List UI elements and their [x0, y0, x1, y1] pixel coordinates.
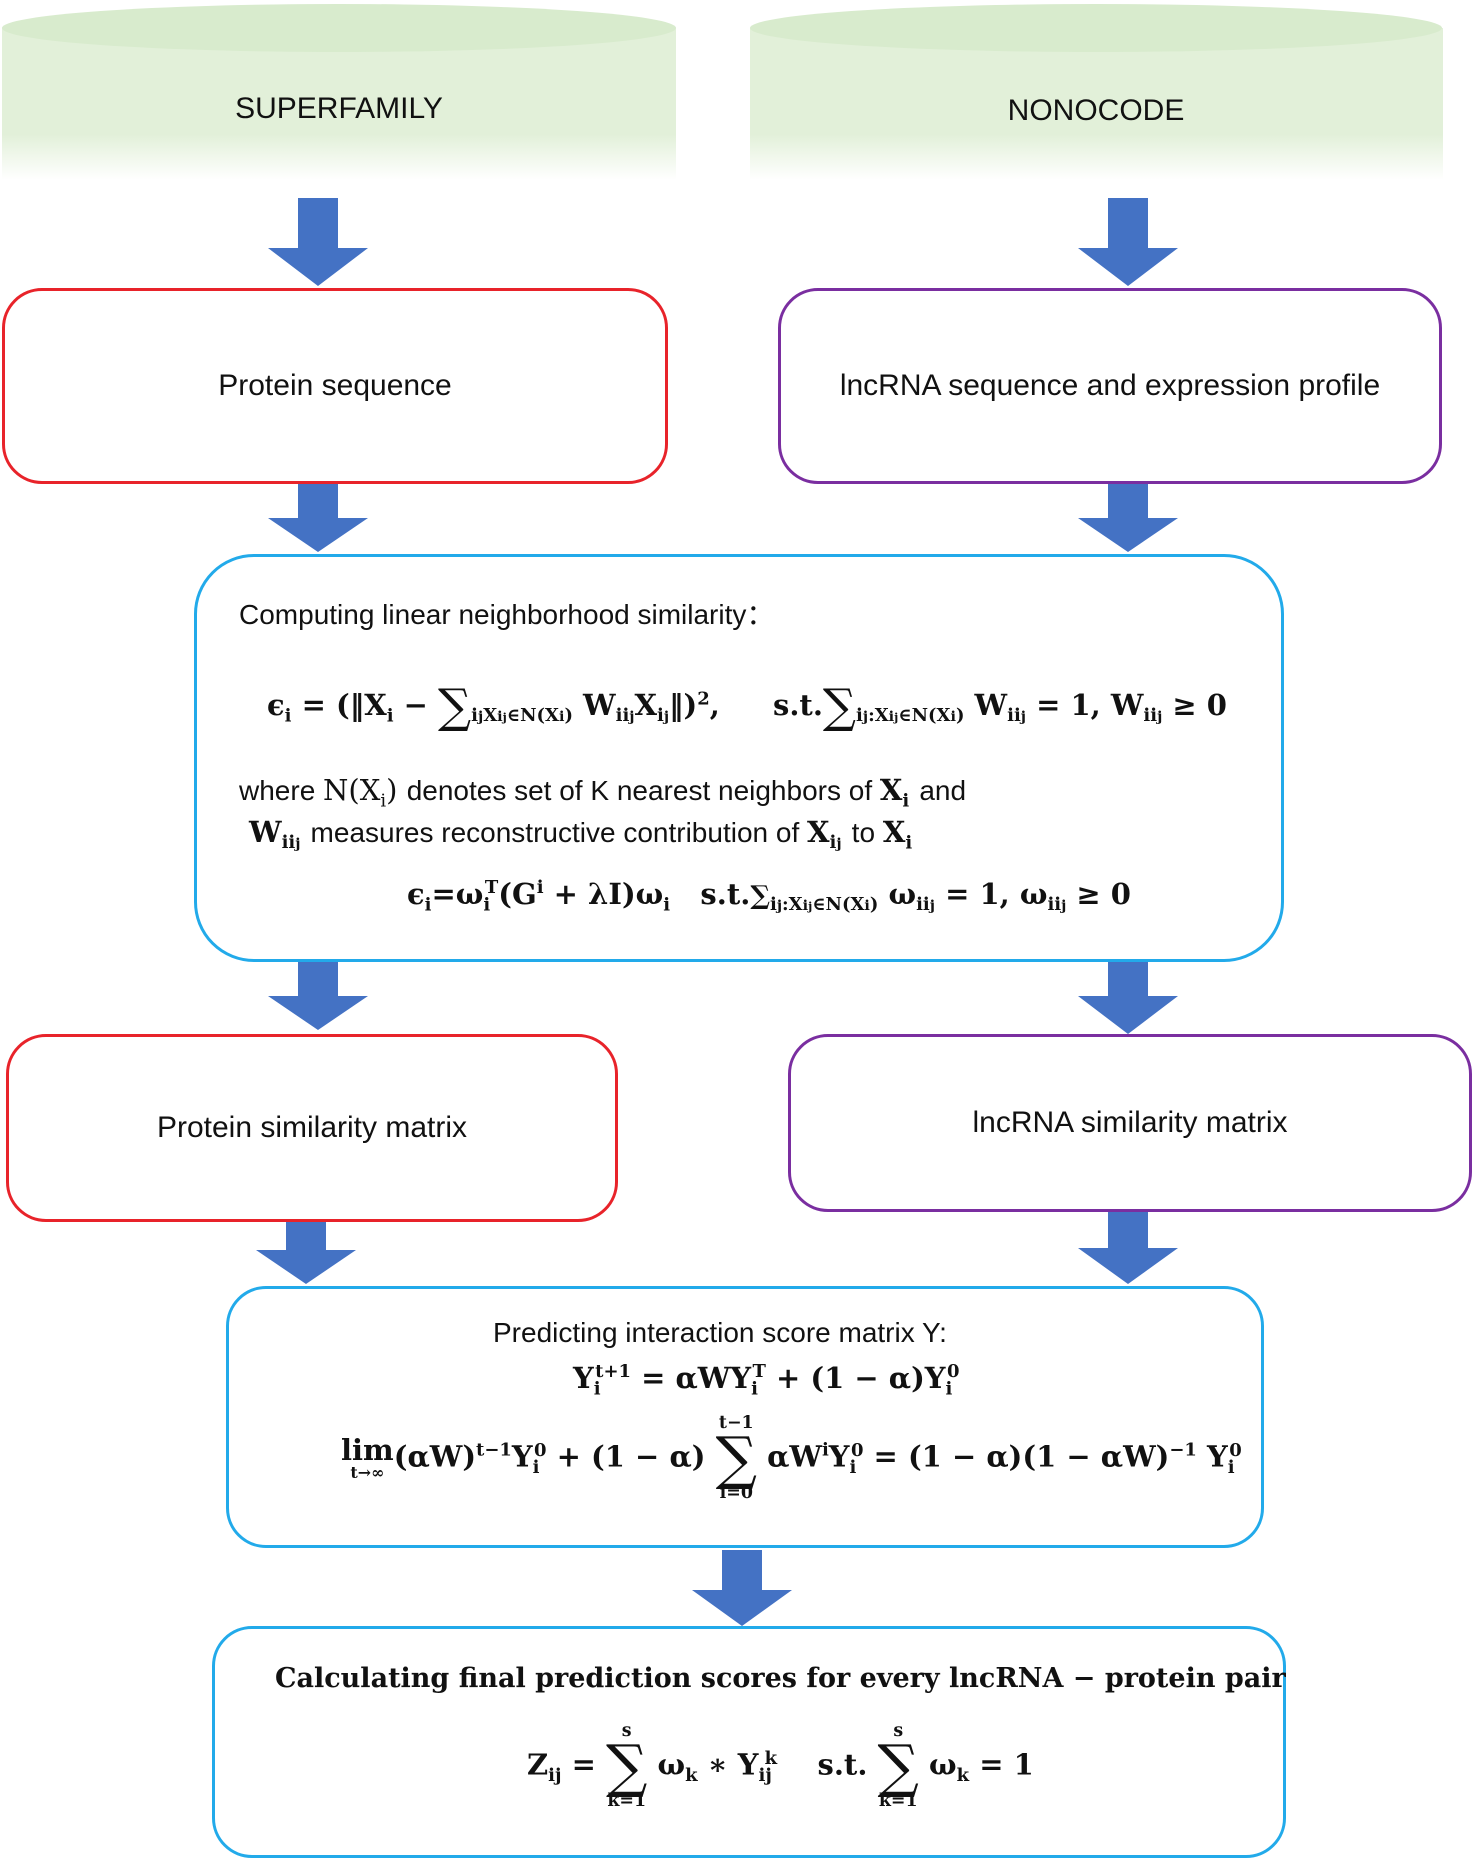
arrow-similarity-to-protein-matrix [268, 962, 368, 1030]
lncrna-similarity-matrix-box: lncRNA similarity matrix [788, 1034, 1472, 1212]
prediction-title: Predicting interaction score matrix Y: [493, 1317, 947, 1348]
arrow-superfamily-to-protein [268, 198, 368, 286]
arrow-lncrna-to-similarity [1078, 484, 1178, 552]
similarity-objective-formula: ϵi = (‖Xi − ∑ijXij∈N(Xi) WiijXij‖)2, [267, 679, 720, 733]
contribution-description: measures reconstructive contribution of [310, 817, 800, 848]
xij-symbol: Xij [807, 815, 842, 854]
and-text: and [919, 775, 967, 806]
to-text: to [851, 817, 876, 848]
summation-operator: t−1∑i=0 [715, 1413, 757, 1503]
where-line-1: where N(Xi) denotes set of K nearest nei… [239, 773, 966, 811]
xi-target-symbol: Xi [882, 815, 913, 854]
arrow-lncrna-matrix-to-predict [1078, 1212, 1178, 1284]
summation-k-operator: s∑k=1 [606, 1721, 648, 1811]
similarity-title: Computing linear neighborhood similarity… [239, 599, 775, 630]
superfamily-label: SUPERFAMILY [235, 92, 443, 125]
neighbor-set-symbol: N(Xi) [323, 773, 407, 812]
label-propagation-formula: Yit+1 = αWYiT + (1 − α)Yi0 [573, 1361, 960, 1400]
arrow-nonocode-to-lncrna [1078, 198, 1178, 286]
similarity-computation-box: Computing linear neighborhood similarity… [194, 554, 1284, 962]
arrow-similarity-to-lncrna-matrix [1078, 962, 1178, 1034]
neighbors-description: denotes set of K nearest neighbors of [406, 775, 873, 806]
database-superfamily-icon [2, 4, 676, 180]
where-text: where [239, 775, 316, 806]
database-nonocode-icon [750, 4, 1443, 180]
arrow-predict-to-final [692, 1550, 792, 1626]
prediction-box: Predicting interaction score matrix Y: Y… [226, 1286, 1264, 1548]
protein-sequence-label: Protein sequence [218, 369, 452, 402]
similarity-constraint-formula: s.t.∑ij:Xij∈N(Xi) Wiij = 1, Wiij ≥ 0 [773, 679, 1227, 733]
lncrna-similarity-matrix-label: lncRNA similarity matrix [972, 1106, 1288, 1139]
protein-similarity-matrix-label: Protein similarity matrix [156, 1111, 468, 1144]
protein-similarity-matrix-box: Protein similarity matrix [6, 1034, 618, 1222]
ensemble-formula: Zij = s∑k=1 ωk ∗ Yijk s.t. s∑k=1 ωk = 1 [527, 1721, 1034, 1811]
weight-symbol: Wiij [249, 815, 301, 854]
quadratic-form-formula: ϵi=ωiT(Gi + λI)ωi s.t.∑ij:Xij∈N(Xi) ωiij… [407, 877, 1131, 916]
arrow-protein-matrix-to-predict [256, 1222, 356, 1284]
final-title: Calculating final prediction scores for … [275, 1663, 1286, 1694]
xi-symbol: Xi [879, 773, 910, 812]
summation-weights-operator: s∑k=1 [877, 1721, 919, 1811]
where-line-2: Wiij measures reconstructive contributio… [249, 815, 912, 853]
final-scores-box: Calculating final prediction scores for … [212, 1626, 1286, 1858]
lncrna-sequence-box: lncRNA sequence and expression profile [778, 288, 1442, 484]
protein-sequence-box: Protein sequence [2, 288, 668, 484]
arrow-protein-to-similarity [268, 484, 368, 552]
lncrna-sequence-label: lncRNA sequence and expression profile [839, 369, 1381, 402]
nonocode-label: NONOCODE [1007, 94, 1185, 127]
